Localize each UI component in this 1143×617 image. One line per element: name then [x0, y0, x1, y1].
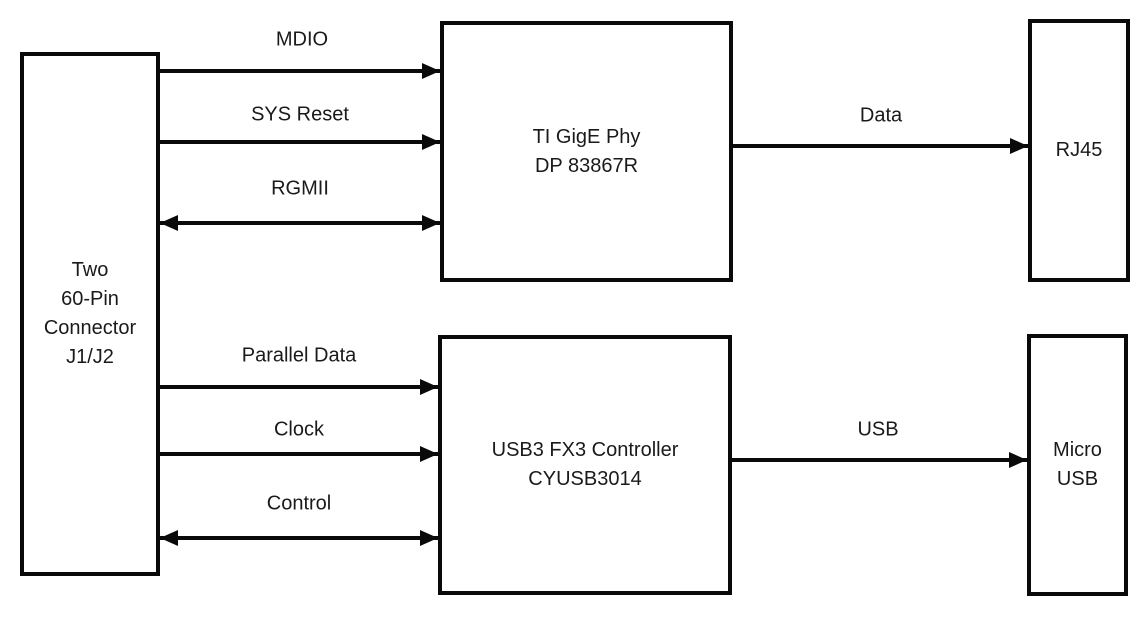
edge-label-usb: USB	[857, 418, 899, 441]
node-micro-usb: Micro USB	[1027, 334, 1128, 596]
label-line: Two	[71, 259, 109, 281]
label-line: DP 83867R	[534, 154, 639, 177]
label-line: Connector	[43, 317, 137, 339]
label-line: CYUSB3014	[528, 468, 642, 490]
label-line: J1/J2	[66, 346, 114, 368]
label-line: TI GigE Phy	[532, 125, 641, 148]
edge-label-rgmii: RGMII	[271, 177, 329, 200]
label-line: RJ45	[1055, 139, 1103, 161]
edge-label-data: Data	[859, 104, 903, 127]
node-ti-gige-phy-label: TI GigE Phy DP 83867R	[533, 123, 641, 181]
node-usb3-fx3-controller-label: USB3 FX3 Controller CYUSB3014	[492, 436, 679, 494]
node-60pin-connector-label: Two 60-Pin Connector J1/J2	[44, 256, 136, 372]
label-line: USB	[1056, 468, 1099, 490]
edge-label-clock: Clock	[273, 418, 325, 441]
node-rj45-label: RJ45	[1056, 136, 1103, 165]
edge-label-mdio: MDIO	[275, 28, 329, 51]
node-ti-gige-phy: TI GigE Phy DP 83867R	[440, 21, 733, 282]
edge-label-sys-reset: SYS Reset	[251, 103, 349, 126]
node-micro-usb-label: Micro USB	[1053, 436, 1102, 494]
node-60pin-connector: Two 60-Pin Connector J1/J2	[20, 52, 160, 576]
label-line: USB3 FX3 Controller	[491, 439, 679, 461]
label-line: Micro	[1053, 439, 1102, 461]
label-line: 60-Pin	[61, 288, 119, 310]
edge-label-control: Control	[266, 492, 332, 515]
node-rj45: RJ45	[1028, 19, 1130, 282]
node-usb3-fx3-controller: USB3 FX3 Controller CYUSB3014	[438, 335, 732, 595]
edge-label-parallel-data: Parallel Data	[241, 344, 357, 367]
